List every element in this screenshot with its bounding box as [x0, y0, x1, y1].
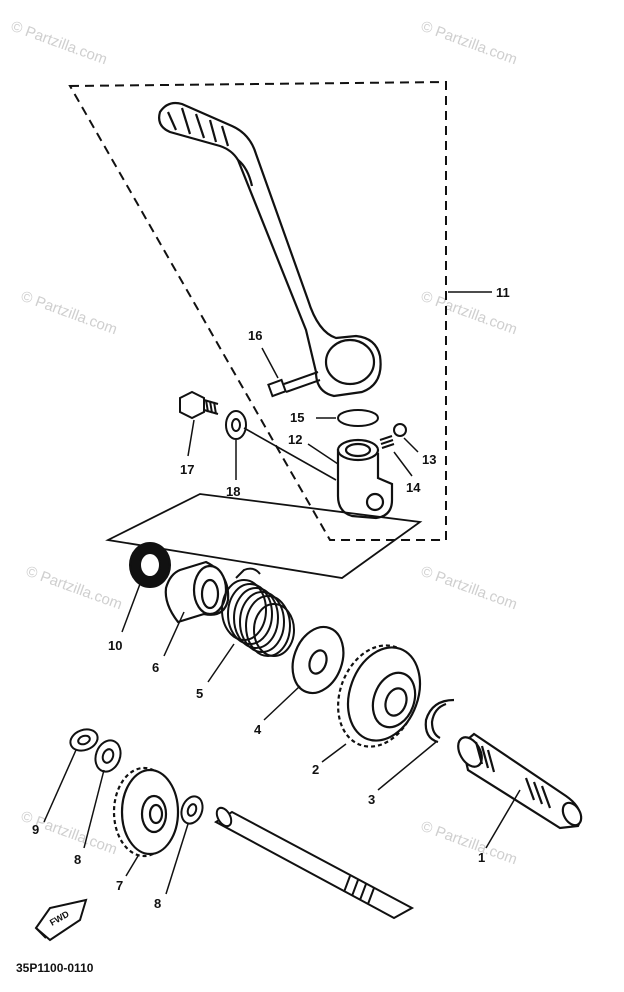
label-17: 17: [180, 462, 194, 477]
bolt-17: [179, 390, 219, 420]
forward-arrow: FWD: [34, 898, 88, 942]
sub-assembly-outline: [105, 493, 423, 579]
label-8b: 8: [154, 896, 161, 911]
spring-pin-14: [379, 435, 395, 449]
label-16: 16: [248, 328, 262, 343]
ball-13: [393, 423, 407, 437]
label-4: 4: [254, 722, 262, 737]
washer-8-left: [94, 739, 122, 773]
circlip-3: [424, 698, 455, 744]
label-15: 15: [290, 410, 304, 425]
label-2: 2: [312, 762, 319, 777]
label-12: 12: [288, 432, 302, 447]
torsion-spring-5: [221, 567, 295, 657]
washer-18: [225, 410, 247, 440]
kick-lever-arm: [158, 101, 382, 398]
bolt-16: [267, 371, 321, 398]
watermark-1: © Partzilla.com: [9, 18, 110, 69]
label-3: 3: [368, 792, 375, 807]
watermark-2: © Partzilla.com: [419, 18, 520, 69]
label-7: 7: [116, 878, 123, 893]
watermark-5: © Partzilla.com: [24, 563, 125, 614]
label-13: 13: [422, 452, 436, 467]
washer-8-right: [180, 795, 204, 825]
idle-gear-7: [112, 766, 180, 858]
part-labels: 16 11 15 12 13 14 17 18 10 6 5 4 2 3 1 9…: [32, 285, 510, 911]
watermark-3: © Partzilla.com: [19, 288, 120, 339]
label-18: 18: [226, 484, 240, 499]
washer-4: [291, 625, 345, 695]
label-11: 11: [496, 285, 510, 300]
diagram-code: 35P1100-0110: [16, 961, 94, 975]
label-14: 14: [406, 480, 421, 495]
o-ring-15: [337, 409, 379, 427]
label-1: 1: [478, 850, 485, 865]
label-6: 6: [152, 660, 159, 675]
bush-6: [164, 560, 230, 624]
kick-boss-12: [336, 438, 394, 520]
assembly-axis: [243, 427, 337, 481]
watermark-6: © Partzilla.com: [419, 563, 520, 614]
label-10: 10: [108, 638, 122, 653]
main-shaft: [214, 806, 415, 920]
kick-lever-assembly-outline: [68, 80, 447, 541]
oil-seal-10: [129, 542, 171, 588]
leader-lines: [43, 291, 521, 895]
label-9: 9: [32, 822, 39, 837]
kick-axle-1: [457, 732, 583, 830]
label-8a: 8: [74, 852, 81, 867]
washer-9: [69, 728, 99, 752]
label-5: 5: [196, 686, 203, 701]
watermark-8: © Partzilla.com: [419, 818, 520, 869]
kick-gear-2: [337, 644, 422, 748]
